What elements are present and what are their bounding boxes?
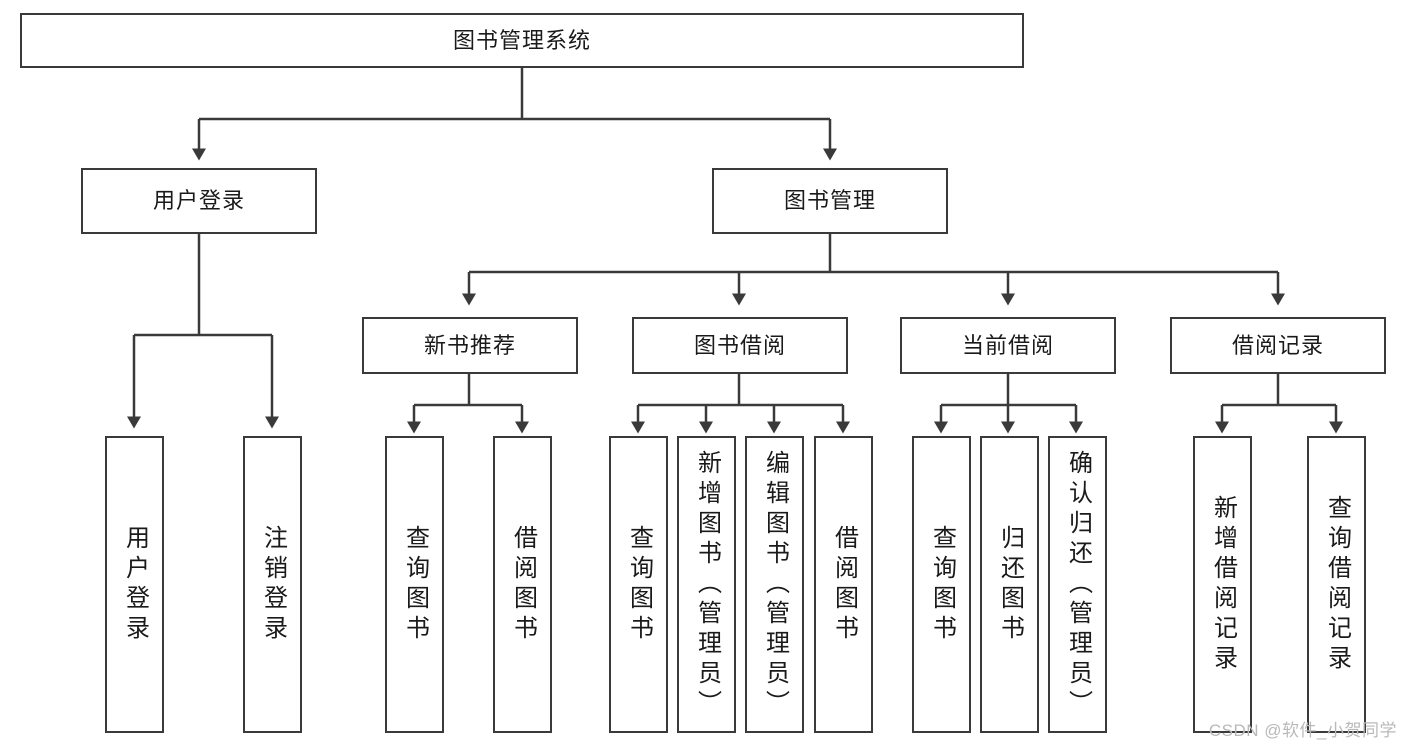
node-leaf-user-login-label: 用户登录 [121,524,149,645]
node-leaf-edit-book-label: 编辑图书（管理员） [761,449,789,720]
node-book-borrow[interactable]: 图书借阅 [632,317,848,374]
node-book-management-label: 图书管理 [783,188,876,214]
node-root[interactable]: 图书管理系统 [20,13,1024,68]
node-user-login[interactable]: 用户登录 [81,168,317,234]
node-leaf-query-record[interactable]: 查询借阅记录 [1307,436,1366,733]
node-leaf-borrow-book-2-label: 借阅图书 [830,524,858,645]
node-leaf-confirm-return-label: 确认归还（管理员） [1064,449,1092,720]
node-leaf-return-book-label: 归还图书 [996,524,1024,645]
node-leaf-borrow-book-1[interactable]: 借阅图书 [493,436,552,733]
node-borrow-record-label: 借阅记录 [1231,332,1324,358]
watermark-text: CSDN @软件_小贺同学 [1208,721,1397,740]
node-leaf-user-login[interactable]: 用户登录 [105,436,164,733]
node-leaf-query-book-3[interactable]: 查询图书 [912,436,971,733]
node-leaf-add-record[interactable]: 新增借阅记录 [1193,436,1252,733]
node-leaf-borrow-book-1-label: 借阅图书 [509,524,537,645]
node-user-login-label: 用户登录 [152,188,245,214]
node-leaf-query-book-2[interactable]: 查询图书 [609,436,668,733]
node-root-label: 图书管理系统 [452,27,591,53]
node-leaf-add-record-label: 新增借阅记录 [1209,494,1237,675]
node-leaf-query-book-1[interactable]: 查询图书 [385,436,444,733]
node-leaf-query-record-label: 查询借阅记录 [1323,494,1351,675]
node-leaf-confirm-return[interactable]: 确认归还（管理员） [1048,436,1107,733]
node-leaf-borrow-book-2[interactable]: 借阅图书 [814,436,873,733]
node-borrow-record[interactable]: 借阅记录 [1170,317,1386,374]
node-book-borrow-label: 图书借阅 [693,332,786,358]
node-new-book-recommend-label: 新书推荐 [423,332,516,358]
node-leaf-add-book-label: 新增图书（管理员） [693,449,721,720]
node-leaf-logout-login[interactable]: 注销登录 [243,436,302,733]
node-leaf-edit-book[interactable]: 编辑图书（管理员） [745,436,804,733]
node-leaf-return-book[interactable]: 归还图书 [980,436,1039,733]
node-book-management[interactable]: 图书管理 [712,168,948,234]
node-current-borrow-label: 当前借阅 [961,332,1054,358]
node-leaf-query-book-2-label: 查询图书 [625,524,653,645]
node-current-borrow[interactable]: 当前借阅 [900,317,1116,374]
node-leaf-query-book-1-label: 查询图书 [401,524,429,645]
node-leaf-logout-login-label: 注销登录 [259,524,287,645]
node-leaf-add-book[interactable]: 新增图书（管理员） [677,436,736,733]
node-new-book-recommend[interactable]: 新书推荐 [362,317,578,374]
node-leaf-query-book-3-label: 查询图书 [928,524,956,645]
